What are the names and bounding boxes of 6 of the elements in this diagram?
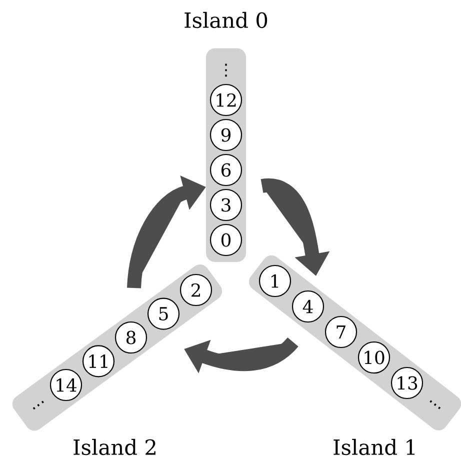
island-heading: Island 2: [74, 438, 156, 456]
ellipsis: ⋮: [225, 64, 227, 77]
island-heading: Island 0: [184, 12, 268, 28]
island-heading: Island 1: [334, 438, 414, 456]
ellipsis: …: [32, 400, 44, 410]
ellipsis: …: [430, 400, 441, 410]
